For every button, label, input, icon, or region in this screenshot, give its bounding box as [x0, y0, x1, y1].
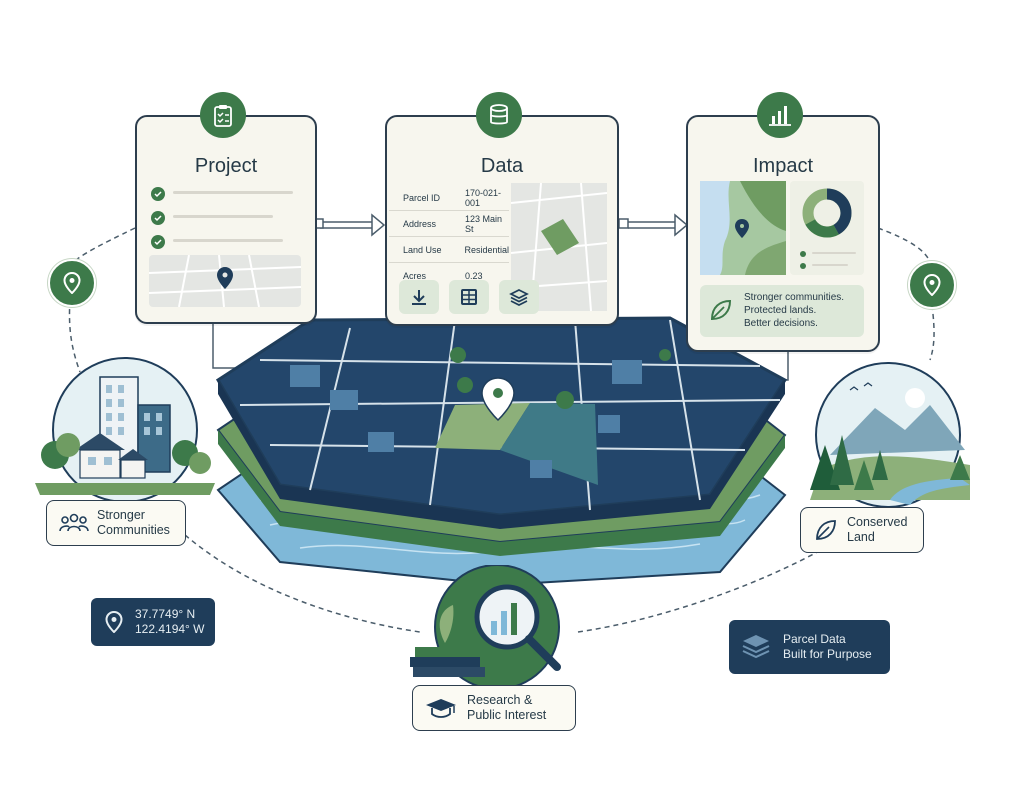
parcel-badge-line-1: Parcel Data: [783, 632, 846, 646]
impact-line-2: Protected lands.: [744, 305, 817, 316]
coordinates-box: 37.7749° N 122.4194° W: [91, 598, 215, 646]
clipboard-check-icon: [200, 92, 246, 138]
project-card-title: Project: [194, 155, 258, 177]
stronger-communities-label: Stronger Communities: [46, 500, 186, 546]
impact-line-3: Better decisions.: [744, 318, 818, 329]
map-pin-icon: [217, 267, 233, 289]
layered-parcel-map: [215, 316, 788, 587]
communities-line-2: Communities: [97, 523, 170, 537]
map-pin-icon: [63, 272, 81, 294]
impact-chart-panel: [790, 181, 864, 275]
layers-button[interactable]: [499, 280, 539, 314]
research-line-1: Research &: [467, 693, 533, 707]
check-icon: [151, 187, 165, 201]
database-icon: [476, 92, 522, 138]
leaf-icon: [816, 520, 836, 540]
impact-map-thumbnail: [700, 181, 786, 275]
selected-parcel: [435, 403, 530, 450]
parcel-badge-line-2: Built for Purpose: [783, 647, 872, 661]
leaf-icon: [710, 299, 732, 321]
map-pin-icon: [105, 611, 123, 633]
research-public-interest-label: Research & Public Interest: [412, 685, 576, 731]
project-card: Project: [135, 115, 317, 324]
nature-illustration: [810, 362, 970, 508]
check-icon: [151, 235, 165, 249]
parcel-data-badge: Parcel Data Built for Purpose: [729, 620, 890, 674]
conserved-line-1: Conserved: [847, 515, 908, 529]
check-icon: [151, 211, 165, 225]
bar-chart-icon: [757, 92, 803, 138]
impact-line-1: Stronger communities.: [744, 292, 845, 303]
right-location-badge: [908, 261, 956, 309]
donut-chart: [802, 188, 852, 238]
data-card-title: Data: [480, 155, 524, 177]
conserved-land-label: Conserved Land: [800, 507, 924, 553]
latitude-text: 37.7749° N: [135, 607, 196, 621]
adjacent-parcel: [500, 403, 598, 485]
graduation-cap-icon: [426, 699, 456, 718]
parcel-pin-icon: [481, 377, 515, 422]
research-line-2: Public Interest: [467, 708, 547, 722]
layers-icon: [742, 635, 770, 659]
map-pin-icon: [923, 274, 941, 296]
table-icon: [461, 289, 477, 305]
project-map-thumbnail: [149, 255, 301, 307]
map-pin-icon: [735, 219, 749, 238]
impact-summary: Stronger communities. Protected lands. B…: [700, 285, 864, 337]
communities-line-1: Stronger: [97, 508, 145, 522]
table-button[interactable]: [449, 280, 489, 314]
download-button[interactable]: [399, 280, 439, 314]
people-icon: [59, 513, 89, 532]
longitude-text: 122.4194° W: [135, 622, 205, 636]
conserved-line-2: Land: [847, 530, 875, 544]
impact-card: Impact Stronger communities. Protected l…: [686, 115, 880, 352]
impact-card-title: Impact: [752, 155, 814, 177]
community-illustration: [35, 357, 215, 503]
download-icon: [412, 290, 426, 305]
research-illustration: [410, 565, 561, 690]
layers-icon: [509, 289, 529, 306]
left-location-badge: [48, 259, 96, 307]
